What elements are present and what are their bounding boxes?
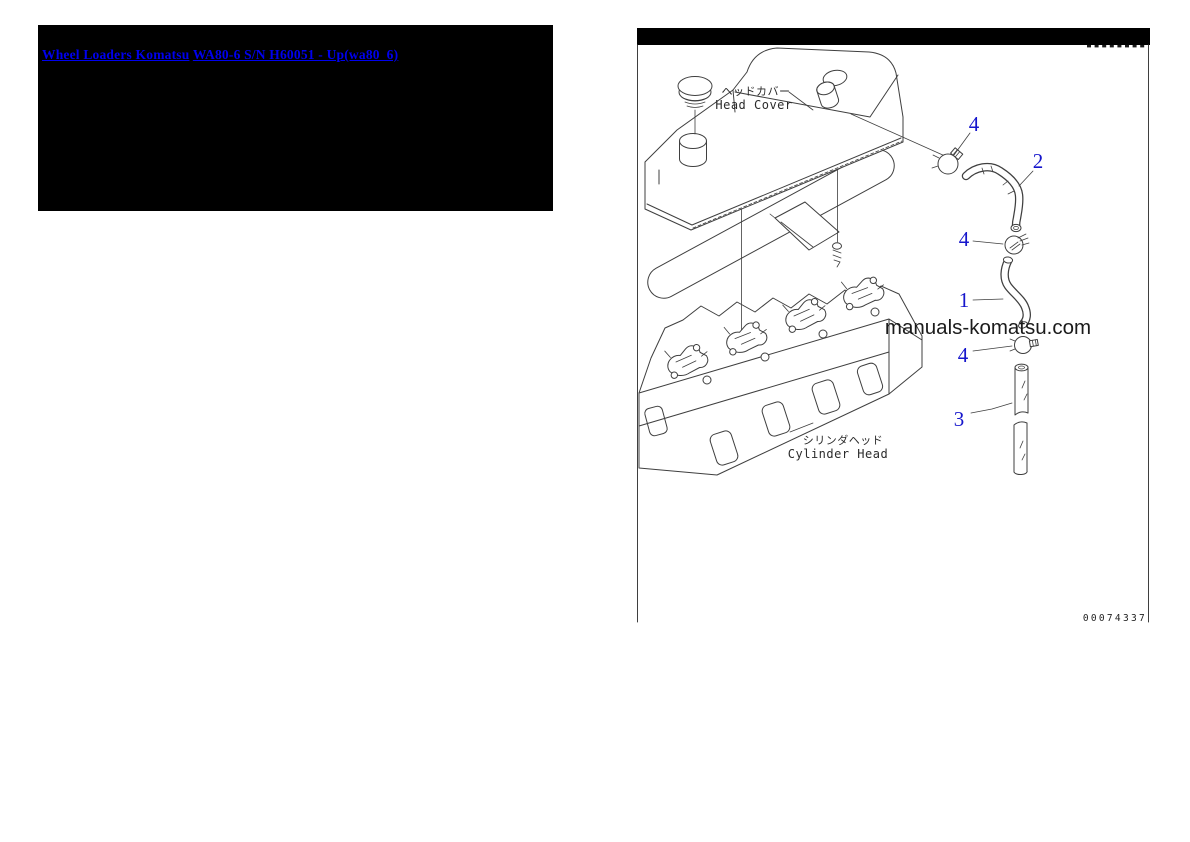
figure-number: 00074337 [1083, 613, 1147, 624]
callout-4-clamp-mid[interactable]: 4 [959, 227, 970, 251]
tube-part3 [1013, 363, 1029, 476]
hose-elbow-part1 [1000, 256, 1031, 329]
frame-top-bar [637, 28, 1150, 45]
label-head-cover-en: Head Cover [715, 98, 792, 112]
baffle-plate [769, 201, 840, 251]
label-cylinder-head-en: Cylinder Head [788, 447, 888, 461]
label-cylinder-head-jp: シリンダヘッド [803, 433, 884, 447]
hose-clamp-part4-c [1009, 336, 1039, 354]
callout-4-clamp-bottom[interactable]: 4 [958, 343, 969, 367]
callout-4-clamp-top[interactable]: 4 [969, 112, 980, 136]
parts-diagram: 4 2 4 1 4 3 ヘッドカバー Head Cover シリンダヘッド Cy… [637, 28, 1150, 628]
breadcrumb-link-category[interactable]: Wheel Loaders Komatsu [42, 47, 190, 62]
callout-3-tube[interactable]: 3 [954, 407, 965, 431]
parts-diagram-svg: 4 2 4 1 4 3 ヘッドカバー Head Cover シリンダヘッド Cy… [637, 28, 1150, 624]
breadcrumb: Wheel Loaders Komatsu WA80-6 S/N H60051 … [38, 25, 553, 64]
screw [832, 242, 842, 268]
watermark-text: manuals-komatsu.com [885, 316, 1091, 339]
breadcrumb-link-model[interactable]: WA80-6 S/N H60051 - Up(wa80_6) [192, 47, 399, 62]
callout-1-elbow[interactable]: 1 [959, 288, 970, 312]
callout-leaders [953, 132, 1034, 414]
diagram-frame [637, 28, 1150, 623]
hose-clamp-part4-a [931, 147, 964, 175]
cylinder-head-label-leader [789, 422, 814, 433]
filler-neck [679, 133, 707, 167]
callout-2-hose[interactable]: 2 [1033, 149, 1044, 173]
hose-clamp-part4-b [1004, 233, 1030, 255]
cylinder-head-drawing [638, 276, 923, 476]
header-banner: Wheel Loaders Komatsu WA80-6 S/N H60051 … [38, 25, 553, 211]
oil-filler-cap [677, 76, 713, 135]
breather-port [816, 81, 840, 109]
head-cover-drawing [644, 47, 946, 231]
hose-part2 [961, 162, 1024, 233]
head-cover-gasket [647, 149, 895, 299]
label-head-cover-jp: ヘッドカバー [722, 85, 791, 98]
clipped-figure-number [1087, 45, 1145, 48]
